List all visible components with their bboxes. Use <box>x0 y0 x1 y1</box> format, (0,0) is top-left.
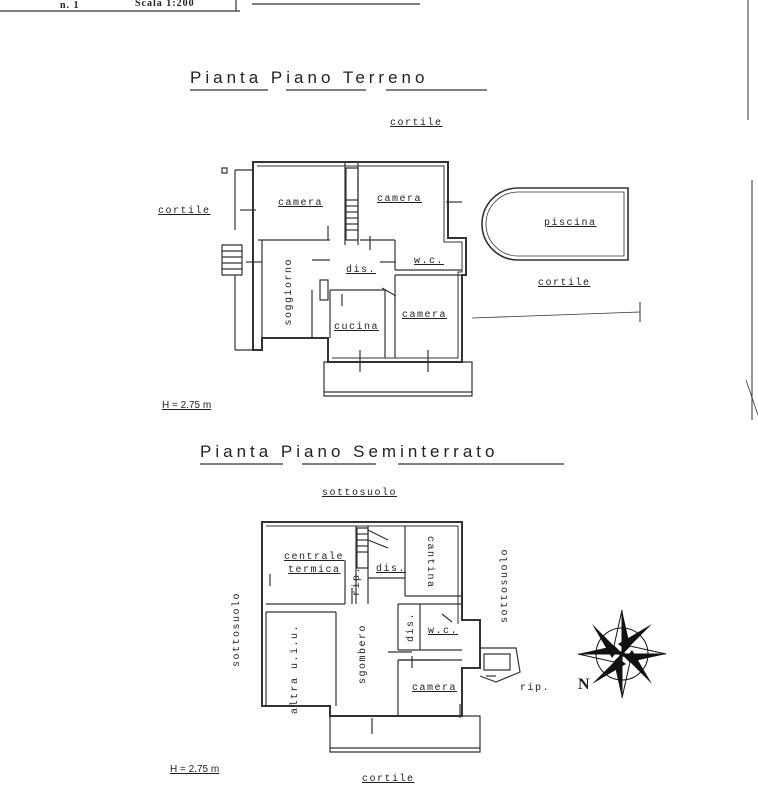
basement-title: Pianta Piano Seminterrato <box>200 442 499 461</box>
room-termica: termica <box>288 565 341 576</box>
room-wc: w.c. <box>428 626 459 637</box>
label-cortile-left: cortile <box>158 206 211 217</box>
room-camera: camera <box>412 683 458 694</box>
compass-rose-icon <box>577 609 667 699</box>
room-cantina: cantina <box>424 536 435 589</box>
room-rip-1: rip. <box>352 566 363 597</box>
ground-floor-title: Pianta Piano Terreno <box>190 68 429 87</box>
room-rip-2: rip. <box>520 683 551 694</box>
room-dis: dis. <box>346 265 377 276</box>
scale-label: Scala 1:200 <box>135 0 195 9</box>
room-soggiorno: soggiorno <box>284 258 295 326</box>
room-piscina: piscina <box>544 218 597 229</box>
room-centrale: centrale <box>284 552 345 563</box>
ground-floor-height: H = 2.75 m <box>162 400 212 411</box>
room-camera-1: camera <box>278 198 324 209</box>
label-cortile-bottom: cortile <box>362 774 415 785</box>
basement-height: H = 2.75 m <box>170 764 220 775</box>
room-camera-3: camera <box>402 310 448 321</box>
compass-north-label: N <box>578 676 590 693</box>
room-dis-2: dis. <box>406 612 417 643</box>
room-camera-2: camera <box>377 194 423 205</box>
room-dis-1: dis. <box>376 564 407 575</box>
label-sottosuolo-left: sottosuolo <box>232 592 243 668</box>
label-cortile-right: cortile <box>538 278 591 289</box>
room-sgombero: sgombero <box>358 624 369 685</box>
room-altra-uiu: altra u.i.u. <box>290 624 301 715</box>
label-sottosuolo-top: sottosuolo <box>322 488 398 499</box>
room-wc: w.c. <box>414 256 445 267</box>
room-cucina: cucina <box>334 322 380 333</box>
label-cortile-top: cortile <box>390 118 443 129</box>
label-sottosuolo-right: sottosuolo <box>500 548 511 624</box>
sheet-number: n. 1 <box>60 0 80 11</box>
